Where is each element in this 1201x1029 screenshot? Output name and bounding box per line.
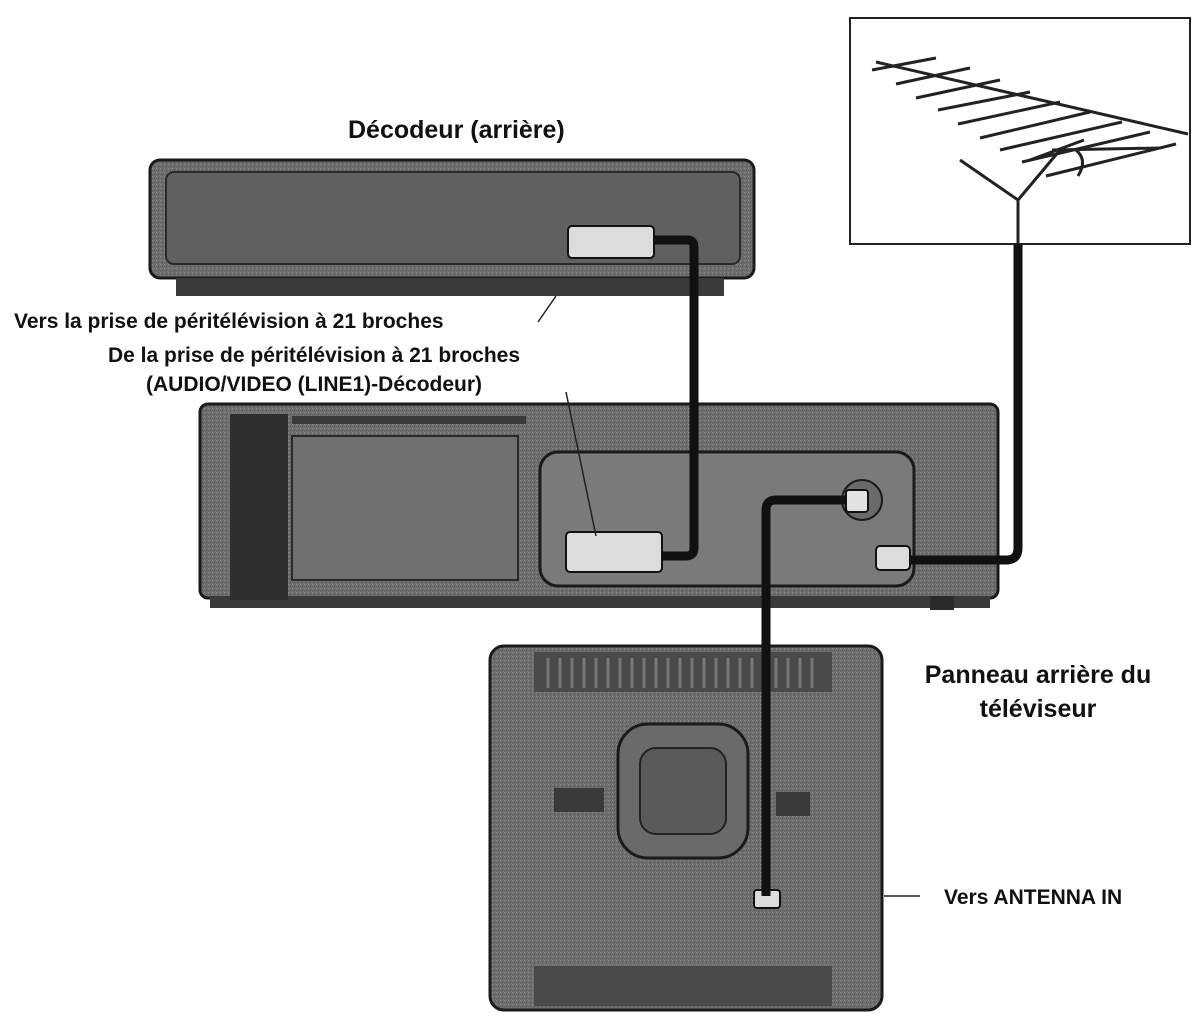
antenna-cable	[910, 244, 1023, 565]
antenna-icon	[849, 17, 1191, 245]
vcr-rear-panel-icon	[198, 402, 1000, 610]
leader-lines	[537, 295, 920, 897]
vcr-antenna-in-socket	[875, 545, 911, 571]
scart-cable	[654, 235, 699, 561]
cables	[654, 235, 1023, 896]
decoder-scart-socket	[567, 225, 655, 259]
decoder-box-icon	[148, 158, 756, 296]
vcr-scart-socket	[565, 531, 663, 573]
tv-rear-panel-label: Panneau arrière du téléviseur	[906, 658, 1170, 726]
tv-rear-label-line2: téléviseur	[979, 695, 1097, 723]
decoder-rear-label: Décodeur (arrière)	[348, 116, 565, 144]
vcr-rf-out-plug	[845, 489, 869, 513]
line1-decoder-label: (AUDIO/VIDEO (LINE1)-Décodeur)	[146, 373, 483, 396]
to-scart-label: Vers la prise de péritélévision à 21 bro…	[14, 310, 444, 333]
tv-rear-panel-icon	[488, 644, 884, 1012]
from-scart-label: De la prise de péritélévision à 21 broch…	[108, 344, 521, 367]
tv-rear-label-line1: Panneau arrière du	[924, 661, 1152, 689]
rf-cable	[761, 495, 846, 896]
to-antenna-in-label: Vers ANTENNA IN	[944, 886, 1123, 909]
